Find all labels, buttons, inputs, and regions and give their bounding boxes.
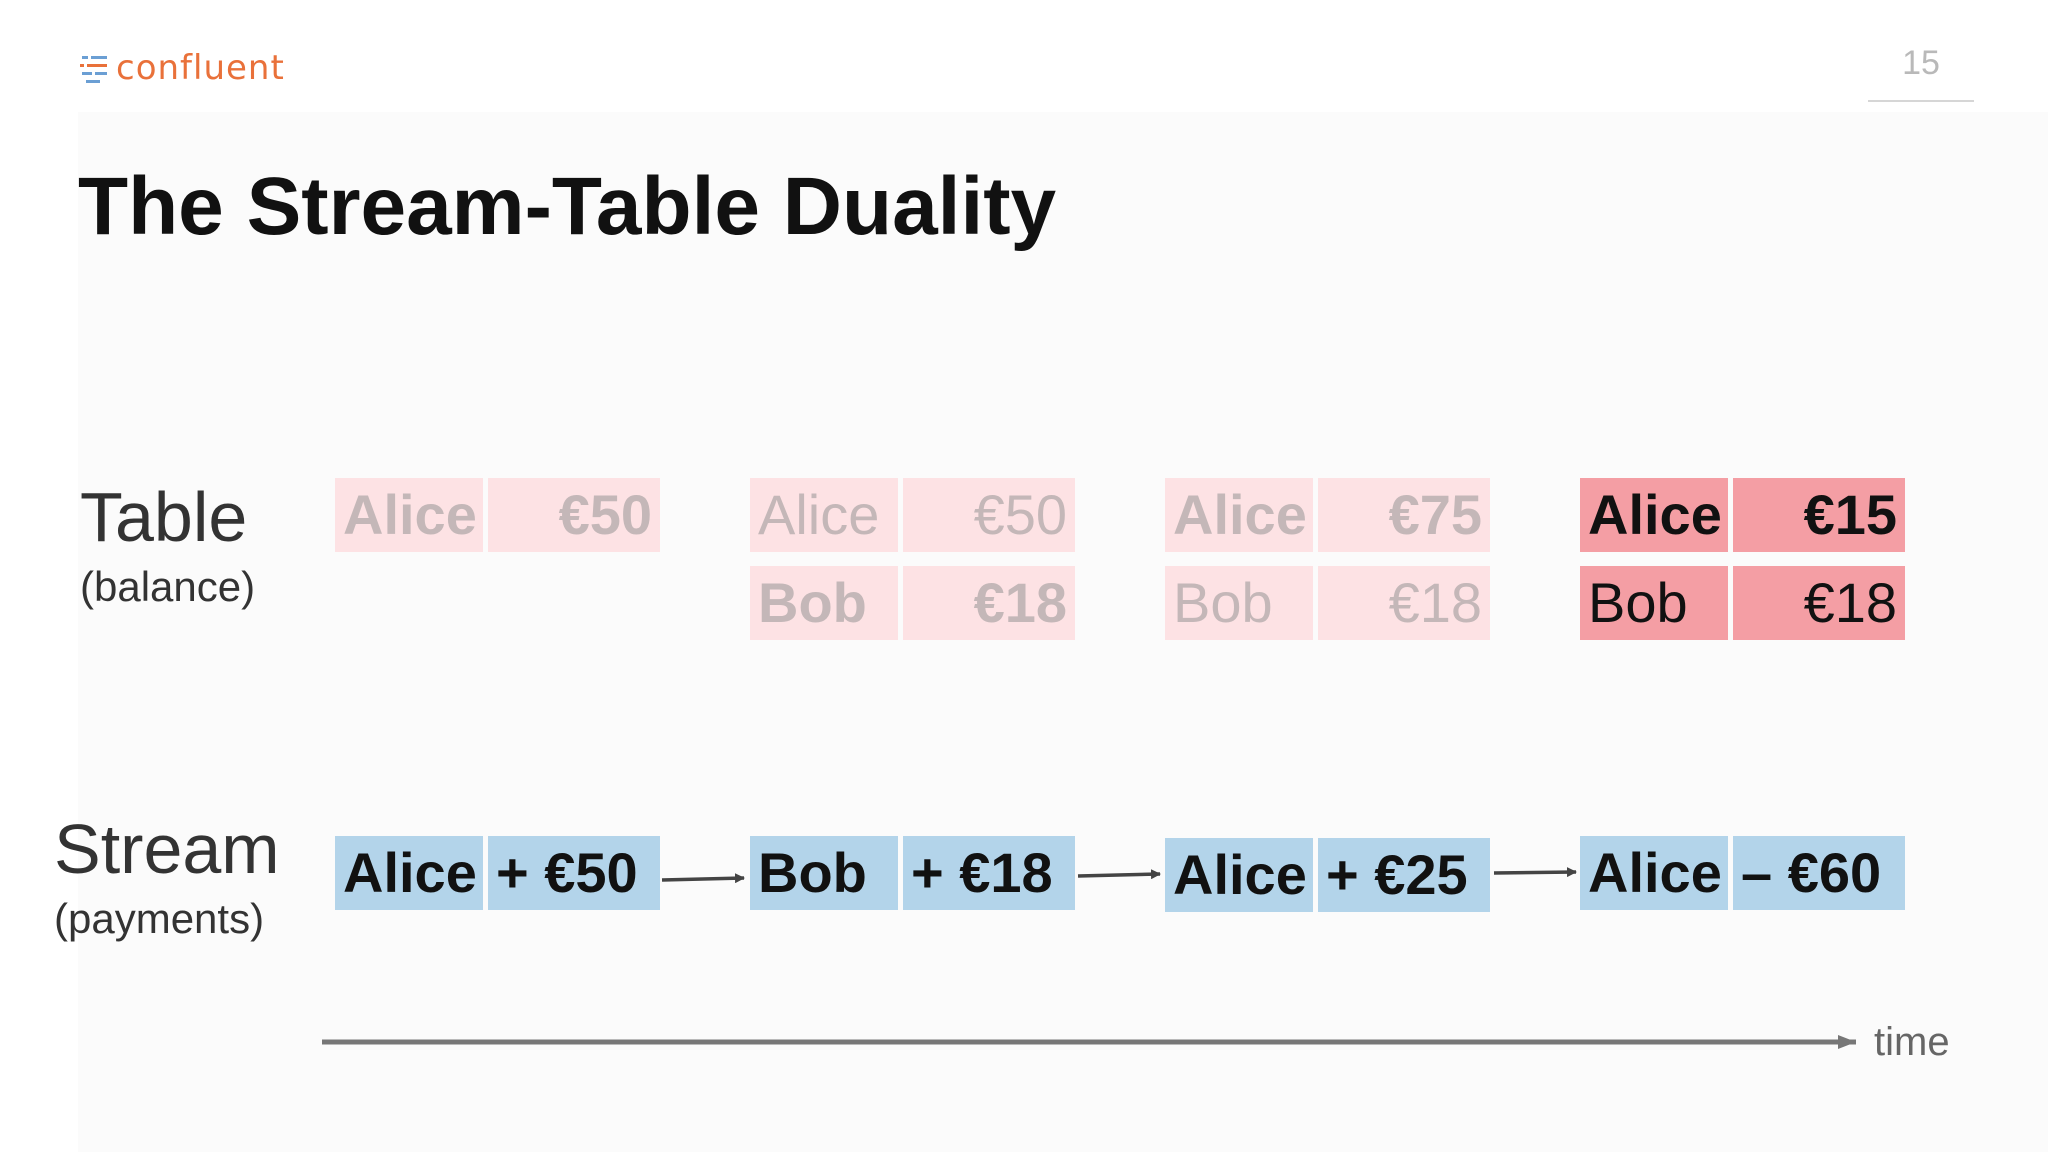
stream-event-amount: + €50	[488, 836, 660, 910]
stream-event-amount: – €60	[1733, 836, 1905, 910]
stream-label: Stream	[54, 810, 280, 888]
stream-arrow	[661, 873, 745, 884]
table-cell-name: Alice	[335, 478, 483, 552]
table-cell-name: Alice	[1580, 478, 1728, 552]
page-number-rule	[1868, 100, 1974, 102]
table-cell-name: Alice	[750, 478, 898, 552]
stream-event-name: Bob	[750, 836, 898, 910]
stream-arrow	[1077, 869, 1161, 880]
table-cell-amount: €18	[903, 566, 1075, 640]
confluent-logo: confluent	[80, 44, 285, 92]
stream-event-amount: + €18	[903, 836, 1075, 910]
table-cell-amount: €75	[1318, 478, 1490, 552]
page-number: 15	[1902, 44, 1940, 82]
stream-event-name: Alice	[1580, 836, 1728, 910]
table-cell-name: Bob	[750, 566, 898, 640]
stream-sublabel: (payments)	[54, 895, 265, 942]
table-cell-name: Bob	[1165, 566, 1313, 640]
confluent-logo-icon	[80, 56, 107, 83]
slide-title: The Stream-Table Duality	[78, 161, 1057, 252]
table-cell-name: Alice	[1165, 478, 1313, 552]
table-cell-amount: €15	[1733, 478, 1905, 552]
table-row-label: Table (balance)	[80, 482, 255, 608]
table-cell-amount: €18	[1318, 566, 1490, 640]
table-sublabel: (balance)	[80, 563, 256, 610]
table-cell-amount: €50	[488, 478, 660, 552]
table-label: Table	[80, 478, 248, 556]
table-cell-amount: €50	[903, 478, 1075, 552]
stream-event-amount: + €25	[1318, 838, 1490, 912]
stream-event-name: Alice	[1165, 838, 1313, 912]
logo-text: confluent	[116, 48, 285, 88]
table-cell-name: Bob	[1580, 566, 1728, 640]
stream-arrow	[1493, 867, 1577, 878]
table-cell-amount: €18	[1733, 566, 1905, 640]
stream-row-label: Stream (payments)	[54, 814, 280, 940]
time-axis-label: time	[1874, 1020, 1950, 1064]
stream-event-name: Alice	[335, 836, 483, 910]
